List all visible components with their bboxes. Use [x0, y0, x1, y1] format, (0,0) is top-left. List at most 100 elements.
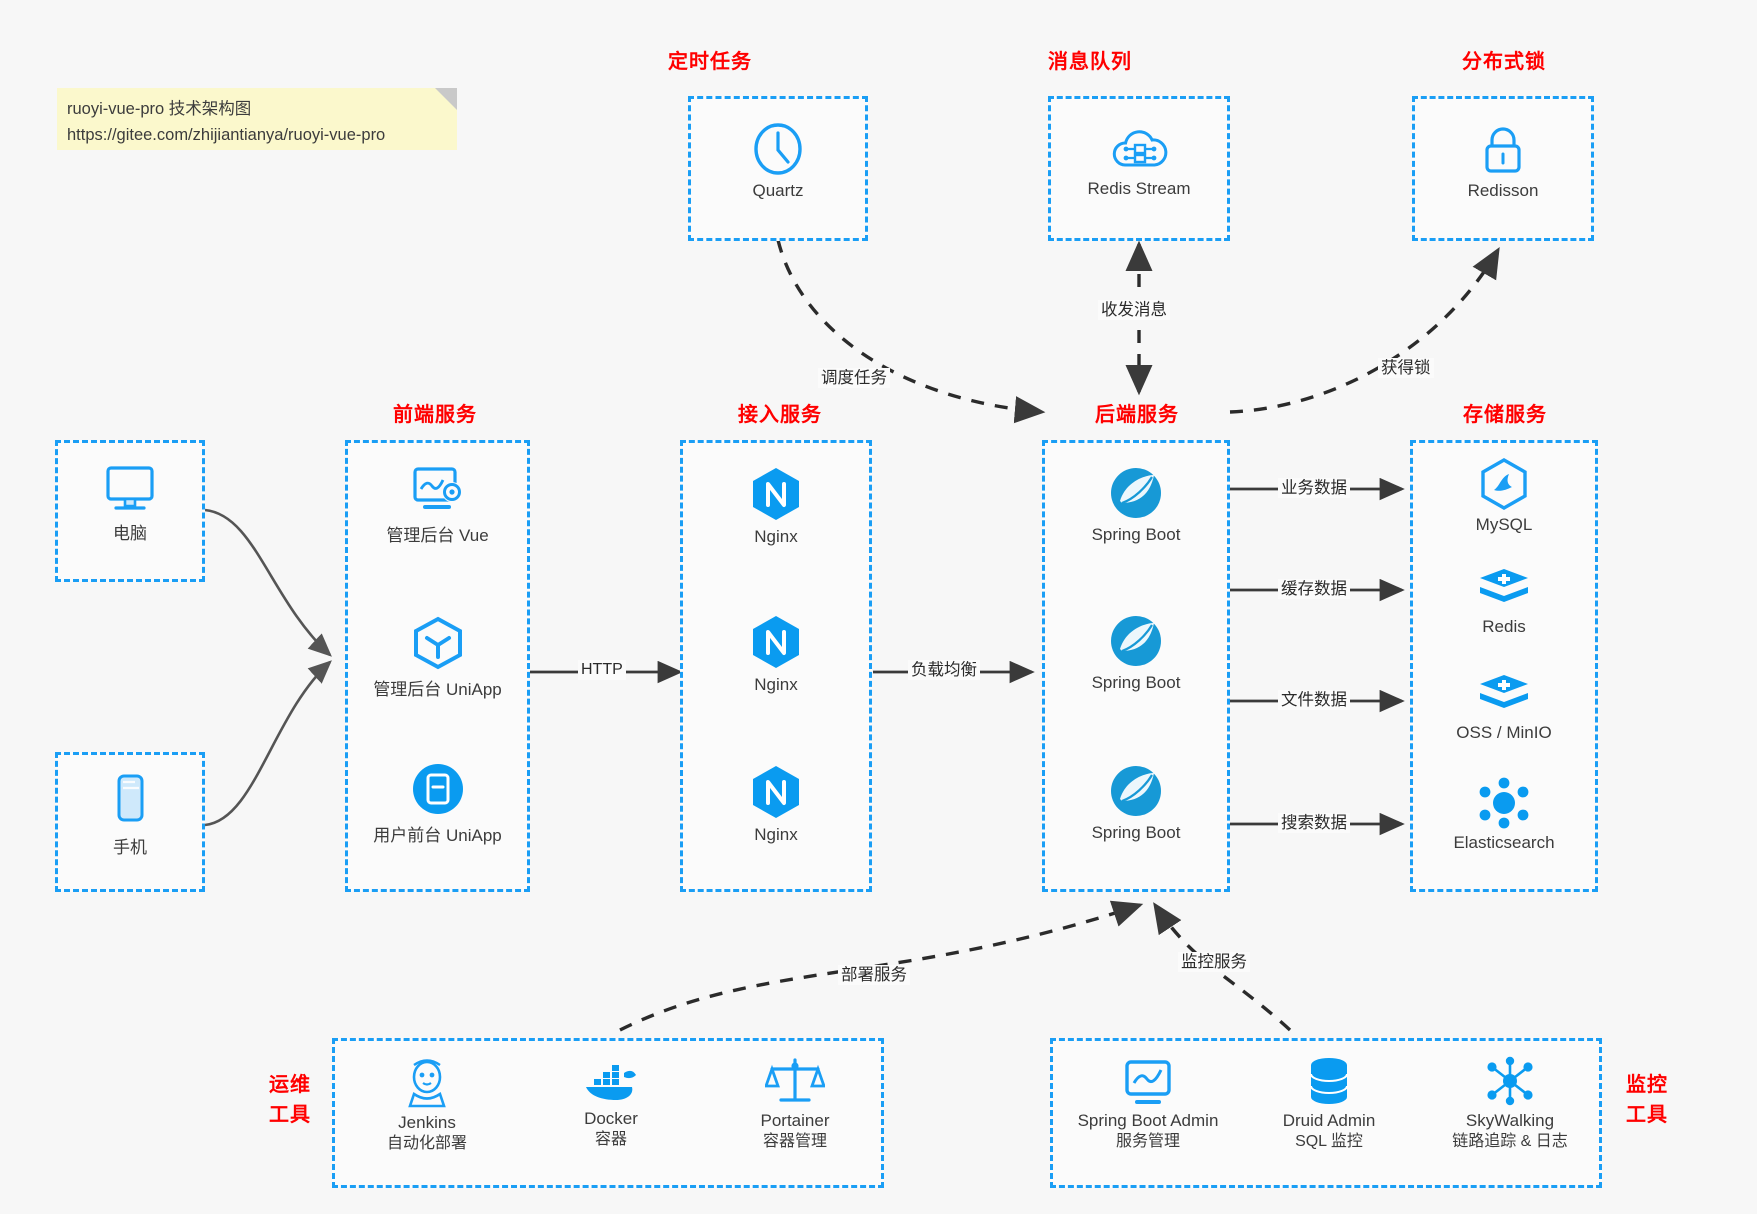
- jenkins-icon: [408, 1059, 446, 1108]
- caption-frontend: 前端服务: [393, 404, 477, 426]
- edge-label-send-receive: 收发消息: [1098, 300, 1170, 320]
- mysql-icon: [1481, 458, 1527, 510]
- caption-mq: 消息队列: [1048, 51, 1132, 73]
- nginx-icon: [753, 468, 799, 520]
- node-elasticsearch[interactable]: Elasticsearch: [1413, 777, 1595, 853]
- node-label: Spring Boot: [1091, 823, 1181, 842]
- node-label: Druid Admin: [1282, 1111, 1376, 1130]
- edge-label-deploy-service: 部署服务: [838, 965, 910, 985]
- mobile-phone-icon: [117, 774, 144, 822]
- redis-icon: [1480, 569, 1528, 602]
- node-label: Spring Boot: [1091, 525, 1181, 544]
- note-line-1: ruoyi-vue-pro 技术架构图: [67, 100, 252, 118]
- spring-boot-icon: [1111, 616, 1161, 666]
- edge-label-load-balance: 负载均衡: [908, 660, 980, 680]
- node-redis-stream[interactable]: Redis Stream: [1051, 121, 1227, 199]
- node-label: Jenkins: [398, 1113, 456, 1132]
- elasticsearch-icon: [1479, 777, 1529, 829]
- node-label: 手机: [113, 838, 147, 857]
- caption-monitoring-line2: 工具: [1626, 1104, 1668, 1126]
- node-label: Elasticsearch: [1453, 833, 1555, 852]
- box-monitoring: Spring Boot Admin 服务管理 Druid Admin SQL 监…: [1050, 1038, 1602, 1188]
- node-spring-boot-2[interactable]: Spring Boot: [1045, 613, 1227, 693]
- caption-monitoring-line1: 监控: [1626, 1074, 1668, 1096]
- node-label: Nginx: [754, 527, 798, 546]
- dashboard-gear-icon: [412, 467, 462, 509]
- node-docker[interactable]: Docker 容器: [519, 1057, 703, 1150]
- edge-label-http: HTTP: [578, 660, 626, 680]
- edge-label-search-data: 搜索数据: [1278, 813, 1350, 833]
- mobile-app-icon: [412, 764, 463, 814]
- node-oss-minio[interactable]: OSS / MinIO: [1413, 671, 1595, 743]
- note-line-2: https://gitee.com/zhijiantianya/ruoyi-vu…: [67, 126, 386, 144]
- edge-label-file-data: 文件数据: [1278, 690, 1350, 710]
- node-redis[interactable]: Redis: [1413, 565, 1595, 637]
- node-quartz[interactable]: Quartz: [691, 121, 865, 201]
- docker-icon: [586, 1065, 636, 1100]
- node-label: Quartz: [752, 181, 804, 200]
- node-label: Redis Stream: [1087, 179, 1191, 198]
- uniapp-cube-icon: [413, 616, 462, 670]
- clock-icon: [754, 123, 802, 175]
- edge-label-acquire-lock: 获得锁: [1378, 358, 1434, 378]
- desktop-monitor-icon: [106, 466, 154, 510]
- box-mq: Redis Stream: [1048, 96, 1230, 241]
- node-spring-boot-1[interactable]: Spring Boot: [1045, 465, 1227, 545]
- node-spring-boot-admin[interactable]: Spring Boot Admin 服务管理: [1053, 1057, 1243, 1152]
- node-portainer[interactable]: Portainer 容器管理: [703, 1055, 887, 1152]
- database-stack-icon: [1310, 1058, 1348, 1104]
- node-druid-admin[interactable]: Druid Admin SQL 监控: [1243, 1055, 1415, 1152]
- node-label: Spring Boot Admin: [1077, 1111, 1219, 1130]
- spring-boot-icon: [1111, 468, 1161, 518]
- caption-devops: 运维 工具: [255, 1070, 325, 1130]
- node-label: OSS / MinIO: [1456, 723, 1552, 742]
- node-mobile[interactable]: 手机: [58, 773, 202, 858]
- node-sublabel: 自动化部署: [386, 1135, 467, 1152]
- node-nginx-3[interactable]: Nginx: [683, 763, 869, 845]
- cloud-stream-icon: [1112, 130, 1168, 167]
- node-label: Spring Boot: [1091, 673, 1181, 692]
- node-desktop[interactable]: 电脑: [58, 463, 202, 544]
- node-user-uniapp[interactable]: 用户前台 UniApp: [348, 761, 527, 846]
- node-redisson[interactable]: Redisson: [1415, 121, 1591, 201]
- diagram-title-note: ruoyi-vue-pro 技术架构图 https://gitee.com/zh…: [57, 88, 457, 150]
- box-gateway: Nginx Nginx Nginx: [680, 440, 872, 892]
- box-storage: MySQL Redis OSS / MinIO: [1410, 440, 1598, 892]
- node-label: 管理后台 UniApp: [373, 680, 502, 699]
- node-label: Redis: [1482, 617, 1526, 636]
- node-skywalking[interactable]: SkyWalking 链路追踪 & 日志: [1415, 1055, 1605, 1152]
- skywalking-icon: [1487, 1056, 1533, 1106]
- portainer-scale-icon: [765, 1058, 825, 1102]
- node-label: 电脑: [113, 524, 147, 543]
- box-scheduler: Quartz: [688, 96, 868, 241]
- node-admin-uniapp[interactable]: 管理后台 UniApp: [348, 615, 527, 700]
- node-spring-boot-3[interactable]: Spring Boot: [1045, 763, 1227, 843]
- node-mysql[interactable]: MySQL: [1413, 457, 1595, 535]
- node-sublabel: SQL 监控: [1295, 1133, 1363, 1150]
- node-admin-vue[interactable]: 管理后台 Vue: [348, 465, 527, 546]
- node-label: Nginx: [754, 675, 798, 694]
- node-label: 管理后台 Vue: [386, 526, 489, 545]
- edge-label-schedule-task: 调度任务: [818, 368, 890, 388]
- node-sublabel: 容器管理: [762, 1133, 827, 1150]
- object-storage-icon: [1480, 675, 1528, 708]
- node-label: Redisson: [1467, 181, 1539, 200]
- edge-label-cache-data: 缓存数据: [1278, 579, 1350, 599]
- caption-scheduler: 定时任务: [668, 51, 752, 73]
- edge-label-monitor-service: 监控服务: [1178, 952, 1250, 972]
- node-nginx-1[interactable]: Nginx: [683, 465, 869, 547]
- spring-boot-icon: [1111, 766, 1161, 816]
- admin-dashboard-icon: [1125, 1060, 1171, 1104]
- node-label: MySQL: [1475, 515, 1533, 534]
- node-nginx-2[interactable]: Nginx: [683, 613, 869, 695]
- node-label: 用户前台 UniApp: [373, 826, 502, 845]
- caption-backend: 后端服务: [1095, 404, 1179, 426]
- caption-storage: 存储服务: [1463, 404, 1547, 426]
- caption-lock: 分布式锁: [1462, 51, 1546, 73]
- note-fold-corner: [435, 88, 457, 110]
- node-jenkins[interactable]: Jenkins 自动化部署: [335, 1057, 519, 1154]
- box-client-mobile: 手机: [55, 752, 205, 892]
- caption-gateway: 接入服务: [738, 404, 822, 426]
- node-sublabel: 容器: [594, 1131, 627, 1148]
